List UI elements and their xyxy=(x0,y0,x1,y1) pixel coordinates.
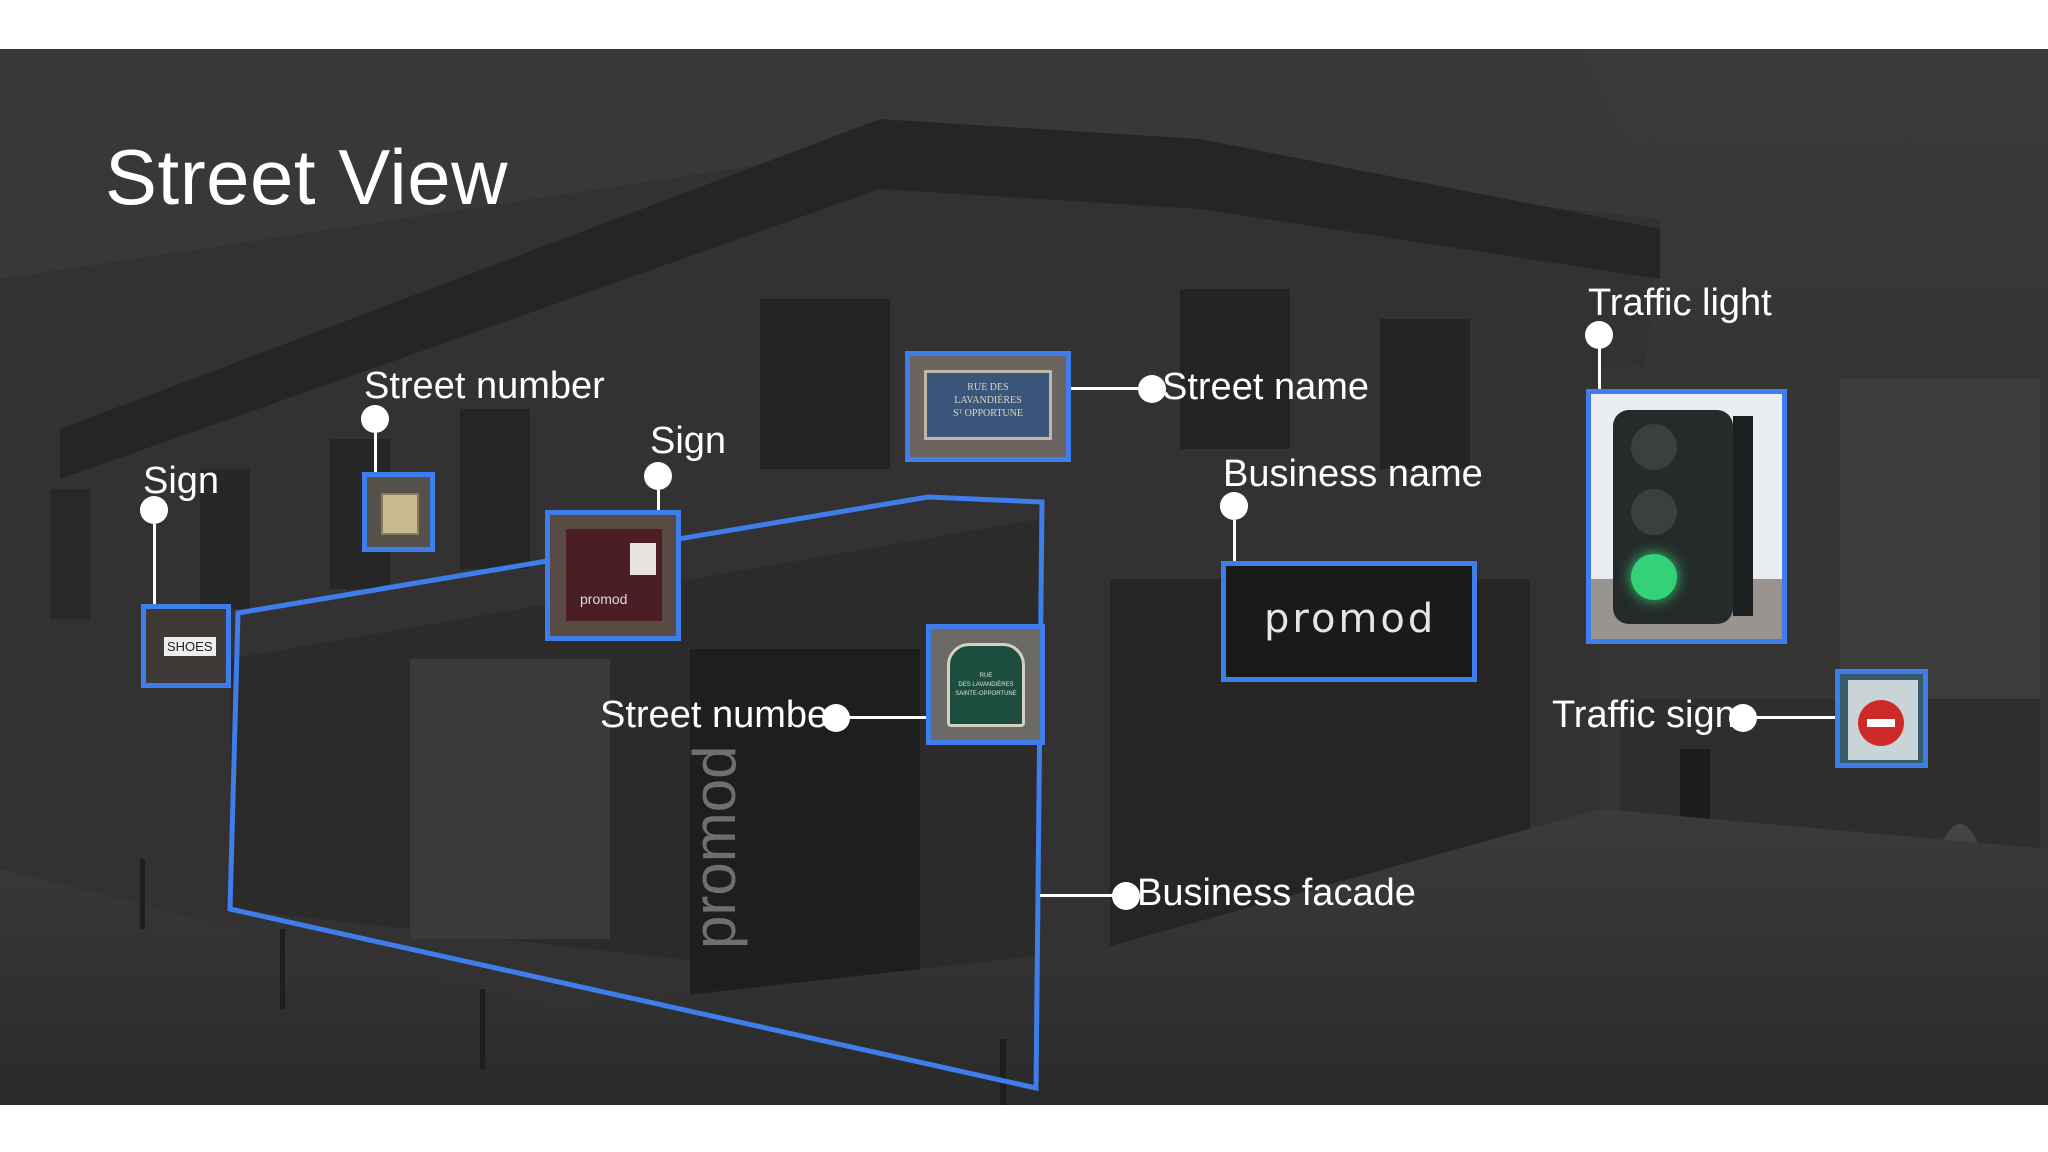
annotation-label-business-name: Business name xyxy=(1223,453,1483,495)
street-name-line-2: LAVANDIÈRES xyxy=(954,395,1022,406)
street-name-line-3: Sᵀ OPPORTUNE xyxy=(953,408,1023,419)
plaque-thumbnail-box[interactable] xyxy=(362,472,435,552)
shoes-sign-thumbnail-box[interactable]: SHOES xyxy=(141,604,231,688)
annotation-label-business-facade: Business facade xyxy=(1137,872,1416,914)
annotation-label-street-number-top: Street number xyxy=(364,365,605,407)
no-entry-sign-thumbnail xyxy=(1840,674,1923,763)
promod-logo-thumbnail-box[interactable]: promod xyxy=(1221,561,1477,682)
street-sign-line-1: RUE xyxy=(979,673,993,679)
street-name-line-1: RUE DES xyxy=(967,382,1009,393)
connector-traffic-light xyxy=(1598,348,1601,390)
annotation-dot-business-name xyxy=(1220,492,1248,520)
annotation-dot-street-number-bottom xyxy=(822,704,850,732)
window-logo-text: promod xyxy=(681,746,748,949)
promod-sign-text: promod xyxy=(580,591,628,607)
connector-street-number-bottom xyxy=(848,716,928,719)
annotation-label-street-number-bottom: Street number xyxy=(600,694,841,736)
street-sign-thumbnail: RUE DES LAVANDIÈRES SAINTE-OPPORTUNE xyxy=(931,629,1040,740)
shoes-sign-thumbnail: SHOES xyxy=(146,609,226,683)
connector-traffic-sign xyxy=(1755,716,1837,719)
street-sign-line-3: SAINTE-OPPORTUNE xyxy=(955,691,1017,697)
connector-business-name xyxy=(1233,520,1236,562)
annotation-dot-street-name xyxy=(1138,375,1166,403)
annotation-dot-traffic-light xyxy=(1585,321,1613,349)
annotation-dot-street-number-top xyxy=(361,405,389,433)
connector-sign-left xyxy=(153,524,156,606)
annotation-label-sign-middle: Sign xyxy=(650,420,727,462)
slide-title: Street View xyxy=(105,133,508,221)
promod-logo-thumbnail: promod xyxy=(1226,566,1472,677)
street-sign-line-2: DES LAVANDIÈRES xyxy=(958,682,1014,688)
street-sign-thumbnail-box[interactable]: RUE DES LAVANDIÈRES SAINTE-OPPORTUNE xyxy=(926,624,1045,745)
street-name-plate-thumbnail-box[interactable]: RUE DES LAVANDIÈRES Sᵀ OPPORTUNE xyxy=(905,351,1071,462)
annotation-label-traffic-sign: Traffic sign xyxy=(1552,694,1736,736)
annotation-dot-sign-middle xyxy=(644,462,672,490)
promod-sign-thumbnail-box[interactable]: promod xyxy=(545,510,681,641)
shoes-sign-text: SHOES xyxy=(164,637,216,656)
promod-logo-text: promod xyxy=(1264,596,1437,642)
annotation-label-traffic-light: Traffic light xyxy=(1588,282,1772,324)
annotation-dot-sign-left xyxy=(140,496,168,524)
annotation-label-sign-left: Sign xyxy=(143,460,220,502)
annotation-dot-traffic-sign xyxy=(1729,704,1757,732)
annotation-label-street-name: Street name xyxy=(1162,366,1369,408)
connector-street-name xyxy=(1071,387,1151,390)
street-name-plate-thumbnail: RUE DES LAVANDIÈRES Sᵀ OPPORTUNE xyxy=(910,356,1066,457)
traffic-light-thumbnail-box[interactable] xyxy=(1586,389,1787,644)
no-entry-sign-thumbnail-box[interactable] xyxy=(1835,669,1928,768)
connector-business-facade xyxy=(1040,894,1130,897)
annotation-dot-business-facade xyxy=(1112,882,1140,910)
plaque-thumbnail xyxy=(367,477,430,547)
connector-sign-middle xyxy=(657,490,660,512)
promod-sign-thumbnail: promod xyxy=(550,515,676,636)
connector-street-number-top xyxy=(374,432,377,474)
traffic-light-thumbnail xyxy=(1591,394,1782,639)
